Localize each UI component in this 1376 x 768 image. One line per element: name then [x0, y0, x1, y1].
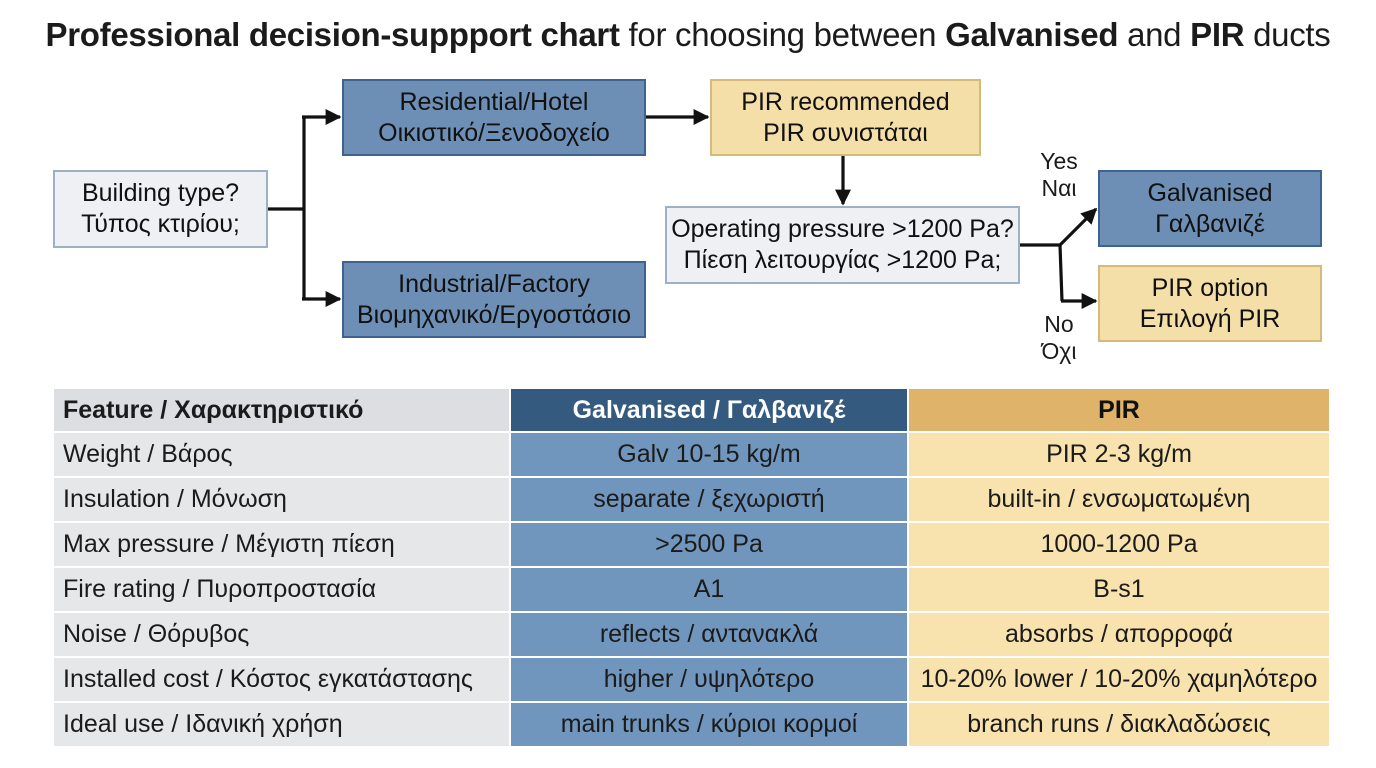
row-galvanised-cell: main trunks / κύριοι κορμοί: [511, 703, 909, 748]
residential-en: Residential/Hotel: [399, 87, 589, 116]
row-pir-cell: B-s1: [909, 568, 1329, 613]
row-pir-cell: PIR 2-3 kg/m: [909, 433, 1329, 478]
pressure-question-en: Operating pressure >1200 Pa?: [671, 215, 1014, 243]
header-galvanised: Galvanised / Γαλβανιζέ: [511, 389, 909, 433]
no-label-en: No: [1044, 311, 1074, 337]
row-pir-cell: 10-20% lower / 10-20% χαμηλότερο: [909, 658, 1329, 703]
row-feature-cell: Weight / Βάρος: [54, 433, 511, 478]
row-feature-cell: Max pressure / Μέγιστη πίεση: [54, 523, 511, 568]
table-header-row: Feature / Χαρακτηριστικό Galvanised / Γα…: [54, 389, 1329, 433]
building-type-gr: Τύπος κτιρίου;: [81, 210, 240, 238]
galvanised-en: Galvanised: [1147, 178, 1273, 207]
pir-option-gr: Επιλογή PIR: [1139, 304, 1281, 333]
row-feature-cell: Fire rating / Πυροπροστασία: [54, 568, 511, 613]
row-galvanised-cell: reflects / αντανακλά: [511, 613, 909, 658]
row-galvanised-cell: separate / ξεχωριστή: [511, 478, 909, 523]
table-row: Insulation / Μόνωση separate / ξεχωριστή…: [54, 478, 1329, 523]
row-galvanised-cell: higher / υψηλότερο: [511, 658, 909, 703]
row-feature-cell: Installed cost / Κόστος εγκατάστασης: [54, 658, 511, 703]
residential-node: Residential/Hotel Οικιστικό/Ξενοδοχείο: [342, 79, 646, 156]
comparison-table: Feature / Χαρακτηριστικό Galvanised / Γα…: [54, 389, 1329, 748]
industrial-en: Industrial/Factory: [398, 269, 590, 298]
row-pir-cell: absorbs / απορροφά: [909, 613, 1329, 658]
table-row: Ideal use / Ιδανική χρήση main trunks / …: [54, 703, 1329, 748]
industrial-node: Industrial/Factory Βιομηχανικό/Εργοστάσι…: [342, 261, 646, 338]
no-label: No Όχι: [1034, 311, 1084, 365]
row-feature-cell: Ideal use / Ιδανική χρήση: [54, 703, 511, 748]
galvanised-gr: Γαλβανιζέ: [1155, 209, 1265, 238]
table-row: Noise / Θόρυβος reflects / αντανακλά abs…: [54, 613, 1329, 658]
header-feature: Feature / Χαρακτηριστικό: [54, 389, 511, 433]
arrow-no-to-pir-option: [1058, 244, 1064, 302]
pir-recommended-gr: PIR συνιστάται: [763, 118, 928, 147]
row-galvanised-cell: Galv 10-15 kg/m: [511, 433, 909, 478]
title-pir: PIR: [1190, 16, 1245, 53]
table-row: Fire rating / Πυροπροστασία A1 B-s1: [54, 568, 1329, 613]
page-title: Professional decision-suppport chart for…: [0, 16, 1376, 54]
arrow-yes-to-galvanised: [1058, 207, 1098, 247]
yes-label-en: Yes: [1040, 148, 1078, 174]
pressure-question-gr: Πίεση λειτουργίας >1200 Pa;: [683, 246, 1002, 274]
row-pir-cell: branch runs / διακλαδώσεις: [909, 703, 1329, 748]
residential-gr: Οικιστικό/Ξενοδοχείο: [378, 118, 610, 147]
pir-option-en: PIR option: [1151, 273, 1269, 302]
flowchart-connectors: [267, 109, 1098, 309]
header-pir: PIR: [909, 389, 1329, 433]
title-ducts: ducts: [1244, 16, 1331, 53]
galvanised-node: Galvanised Γαλβανιζέ: [1098, 170, 1322, 247]
title-galvanised: Galvanised: [945, 16, 1119, 53]
yes-label: Yes Ναι: [1034, 148, 1084, 202]
pir-option-node: PIR option Επιλογή PIR: [1098, 265, 1322, 342]
title-bold-part: Professional decision-suppport chart: [45, 16, 620, 53]
row-pir-cell: built-in / ενσωματωμένη: [909, 478, 1329, 523]
pir-recommended-node: PIR recommended PIR συνιστάται: [710, 79, 981, 156]
row-pir-cell: 1000-1200 Pa: [909, 523, 1329, 568]
yes-label-gr: Ναι: [1041, 175, 1077, 201]
row-galvanised-cell: A1: [511, 568, 909, 613]
no-label-gr: Όχι: [1041, 338, 1077, 364]
pir-recommended-en: PIR recommended: [741, 87, 950, 116]
row-feature-cell: Insulation / Μόνωση: [54, 478, 511, 523]
row-galvanised-cell: >2500 Pa: [511, 523, 909, 568]
table-row: Weight / Βάρος Galv 10-15 kg/m PIR 2-3 k…: [54, 433, 1329, 478]
building-type-node: Building type? Τύπος κτιρίου;: [53, 170, 268, 248]
table-row: Max pressure / Μέγιστη πίεση >2500 Pa 10…: [54, 523, 1329, 568]
title-and: and: [1118, 16, 1191, 53]
row-feature-cell: Noise / Θόρυβος: [54, 613, 511, 658]
building-type-en: Building type?: [81, 179, 240, 207]
table-row: Installed cost / Κόστος εγκατάστασης hig…: [54, 658, 1329, 703]
pressure-question-node: Operating pressure >1200 Pa? Πίεση λειτο…: [665, 206, 1020, 284]
title-text-part: for choosing between: [619, 16, 946, 53]
industrial-gr: Βιομηχανικό/Εργοστάσιο: [356, 300, 632, 329]
